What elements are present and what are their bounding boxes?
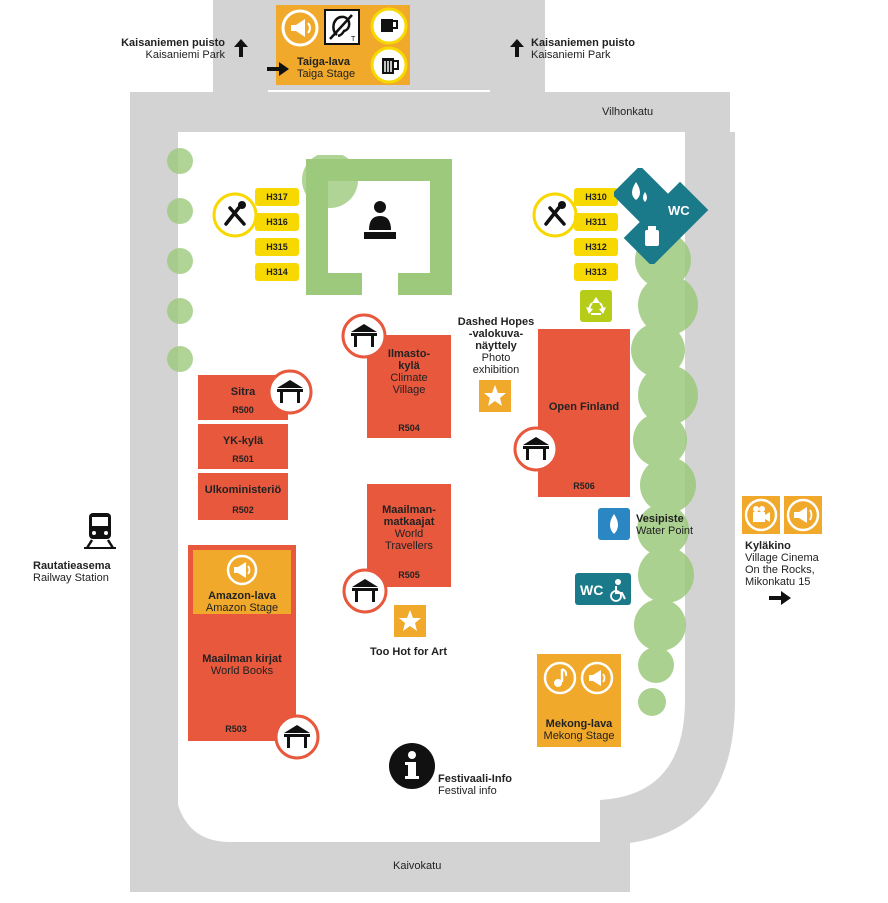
pavilion-icon <box>513 426 559 472</box>
pavilion-icon <box>342 568 388 614</box>
restaurant-h316[interactable]: H316 <box>255 213 299 231</box>
star-icon <box>479 380 511 412</box>
recycle-icon <box>580 290 612 322</box>
restaurant-h312[interactable]: H312 <box>574 238 618 256</box>
wc-accessible-icon <box>575 573 631 605</box>
restaurant-h315[interactable]: H315 <box>255 238 299 256</box>
pavilion-icon <box>267 369 313 415</box>
music-note-icon <box>543 661 577 695</box>
tent-world-travellers[interactable]: Maailman- matkaajat World Travellers R50… <box>367 484 451 587</box>
beer-icon <box>370 46 408 84</box>
tree-dots-left <box>167 148 193 372</box>
restaurant-h313[interactable]: H313 <box>574 263 618 281</box>
tent-ulkoministerio[interactable]: Ulkoministeriö R502 <box>198 473 288 520</box>
statue-park <box>302 155 452 295</box>
water-drop-icon <box>598 508 630 540</box>
megaphone-icon <box>580 661 614 695</box>
wc-label: WC <box>580 582 604 598</box>
info-icon <box>389 743 435 789</box>
star-icon <box>394 605 426 637</box>
restaurant-h317[interactable]: H317 <box>255 188 299 206</box>
street-vilhonkatu: Vilhonkatu <box>602 106 654 118</box>
wc-diamond-label: WC <box>668 203 690 218</box>
arrow-right-icon <box>769 591 791 605</box>
arrow-up-icon <box>510 39 524 57</box>
pavilion-icon <box>274 714 320 760</box>
restaurant-h310[interactable]: H310 <box>574 188 618 206</box>
pavilion-icon <box>341 313 387 359</box>
tent-climate-village[interactable]: Ilmasto- kylä Climate Village R504 <box>367 335 451 438</box>
arrow-up-icon <box>234 39 248 57</box>
train-icon <box>84 513 116 549</box>
restaurant-h311[interactable]: H311 <box>574 213 618 231</box>
tree-column-right <box>631 232 698 716</box>
hearing-loop-icon: T <box>324 9 360 45</box>
street-kaivokatu: Kaivokatu <box>393 860 442 872</box>
restaurant-icon <box>532 192 578 238</box>
restaurant-icon <box>212 192 258 238</box>
tent-yk-kyla[interactable]: YK-kylä R501 <box>198 424 288 469</box>
coffee-icon <box>370 7 408 45</box>
svg-text:T: T <box>351 36 356 43</box>
cinema-label: Kyläkino Village Cinema On the Rocks, Mi… <box>745 540 819 588</box>
restaurant-h314[interactable]: H314 <box>255 263 299 281</box>
megaphone-icon <box>281 9 319 47</box>
megaphone-icon <box>226 554 258 586</box>
camera-icon <box>742 496 780 534</box>
tent-open-finland[interactable]: Open Finland R506 <box>538 329 630 497</box>
too-hot-label: Too Hot for Art <box>370 646 447 658</box>
arrow-right-icon <box>267 62 289 76</box>
teal-service-diamonds <box>614 168 709 264</box>
statue-icon <box>364 201 396 239</box>
megaphone-icon <box>784 496 822 534</box>
